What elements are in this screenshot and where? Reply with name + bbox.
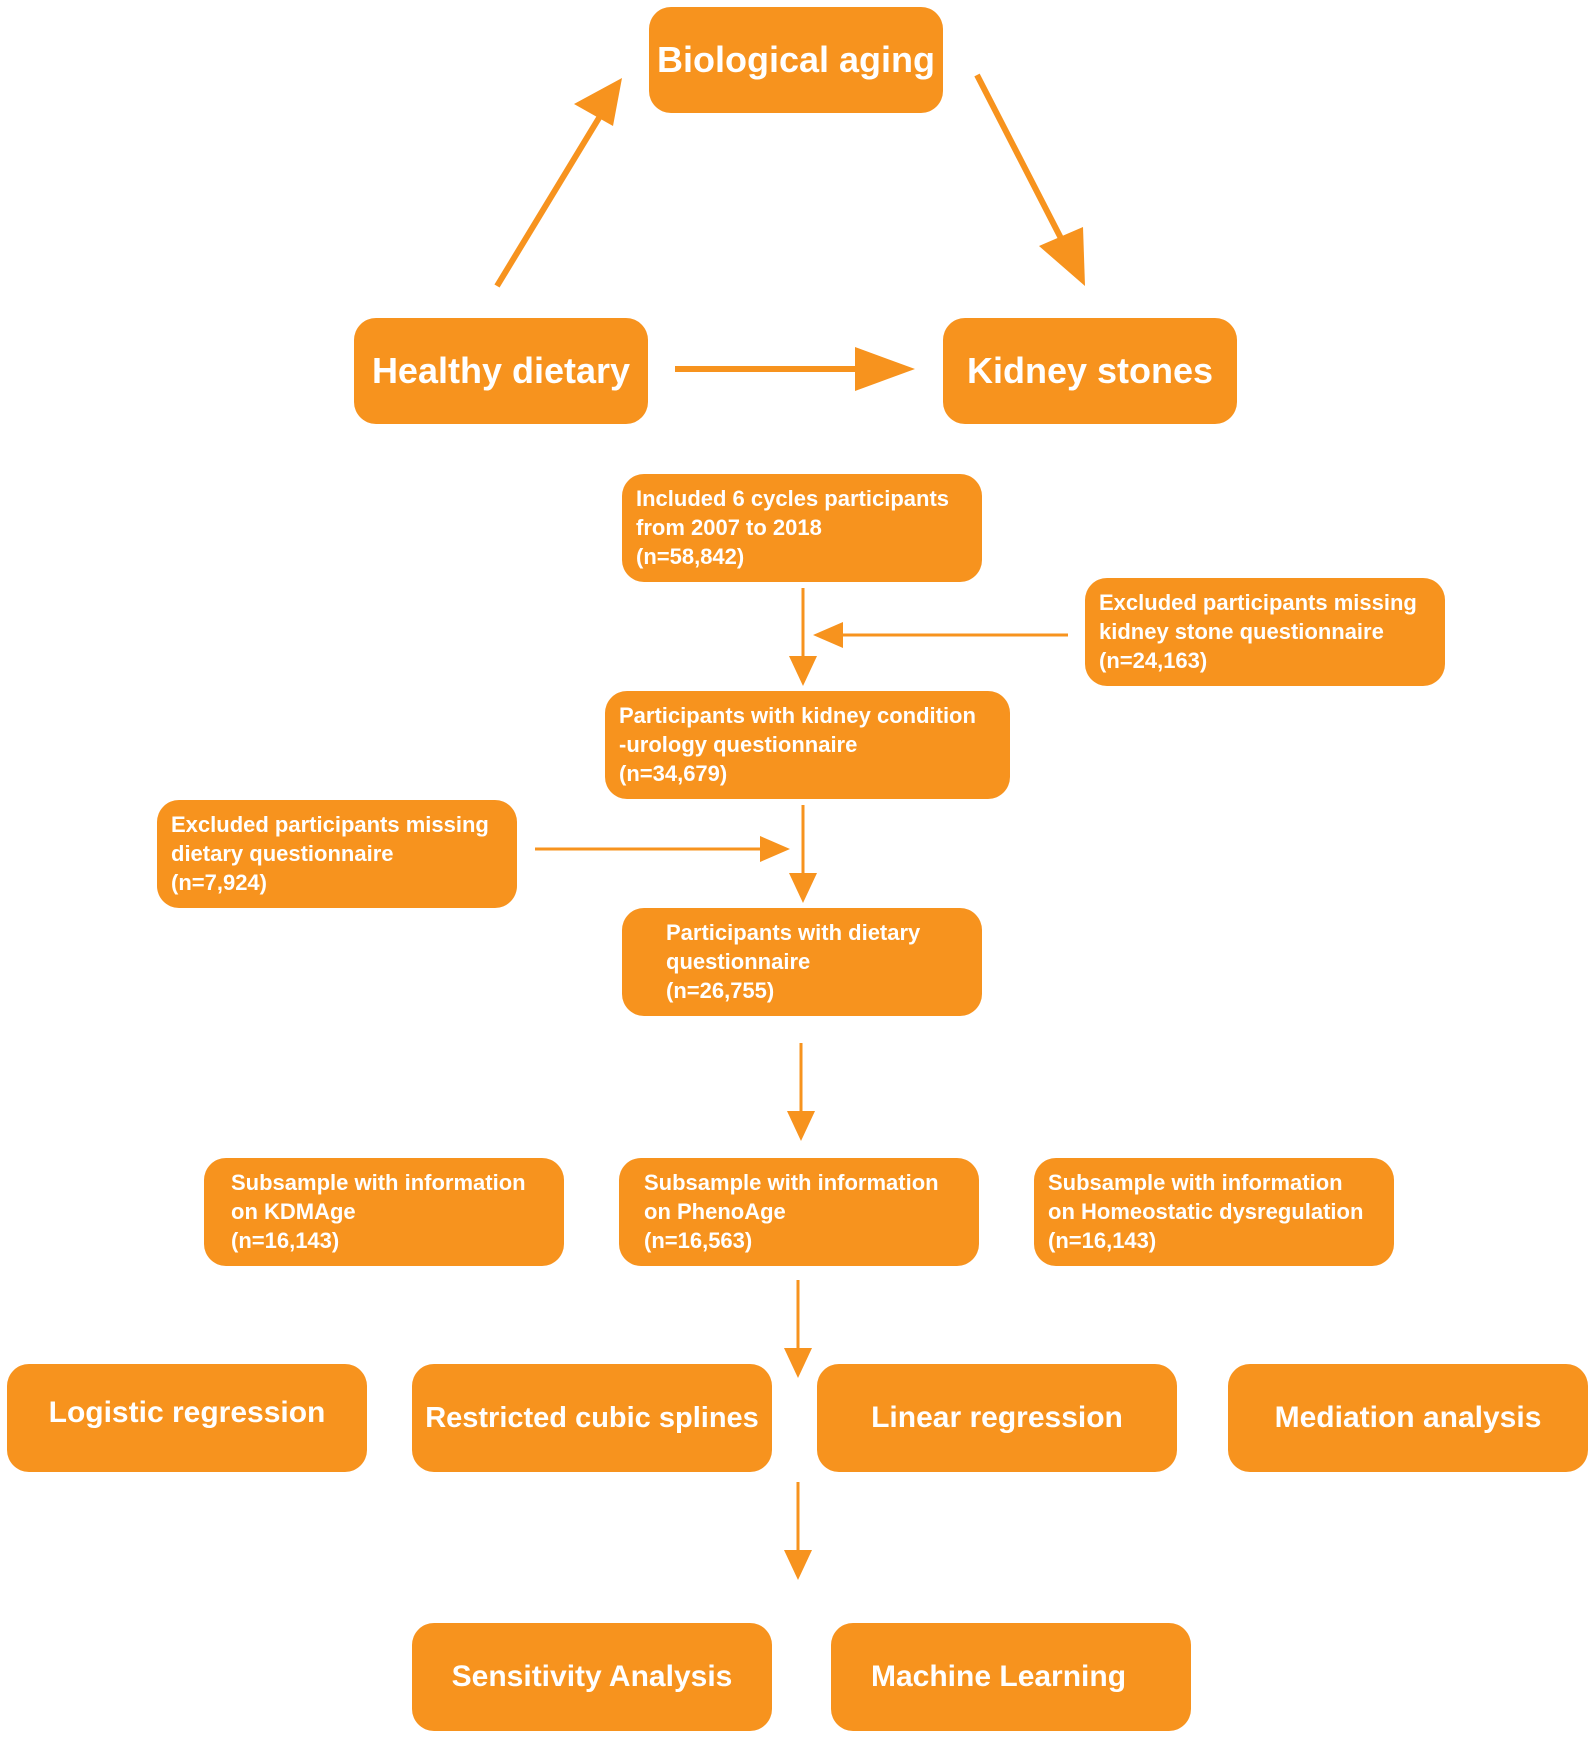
arrow-diet-to-aging [494, 106, 608, 288]
linear-regression-label: Linear regression [871, 1401, 1123, 1434]
excluded-dietary-line2: dietary questionnaire [171, 841, 394, 866]
linear-regression-box: Linear regression [817, 1364, 1177, 1472]
healthy-dietary-box: Healthy dietary [354, 318, 648, 424]
subsample-kdmage-count: (n=16,143) [231, 1228, 340, 1253]
excluded-kidney-count: (n=24,163) [1099, 648, 1208, 673]
kidney-condition-box: Participants with kidney condition -urol… [605, 691, 1010, 799]
dietary-line2: questionnaire [666, 949, 811, 974]
dietary-participants-box: Participants with dietary questionnaire … [622, 908, 982, 1016]
arrow-head-excluded-kidney [813, 622, 843, 648]
subsample-phenoage-line1: Subsample with information [644, 1170, 939, 1195]
machine-learning-label: Machine Learning [871, 1660, 1127, 1693]
included-participants-box: Included 6 cycles participants from 2007… [622, 474, 982, 582]
subsample-phenoage-count: (n=16,563) [644, 1228, 753, 1253]
biological-aging-box: Biological aging [649, 7, 943, 113]
excluded-dietary-line1: Excluded participants missing [171, 812, 489, 837]
subsample-kdmage-box: Subsample with information on KDMAge (n=… [204, 1158, 564, 1266]
subsample-kdmage-line2: on KDMAge [231, 1199, 356, 1224]
dietary-line1: Participants with dietary [666, 920, 921, 945]
subsample-hd-box: Subsample with information on Homeostati… [1034, 1158, 1394, 1266]
kidney-stones-label: Kidney stones [966, 350, 1214, 391]
subsample-hd-line1: Subsample with information [1048, 1170, 1343, 1195]
excluded-dietary-box: Excluded participants missing dietary qu… [157, 800, 517, 908]
excluded-kidney-box: Excluded participants missing kidney sto… [1085, 578, 1445, 686]
kidney-condition-line2: -urology questionnaire [619, 732, 858, 757]
included-line2: from 2007 to 2018 [636, 515, 822, 540]
kidney-stones-box: Kidney stones [943, 318, 1237, 424]
healthy-dietary-label: Healthy dietary [371, 350, 631, 391]
biological-aging-label: Biological aging [656, 39, 935, 80]
excluded-dietary-count: (n=7,924) [171, 870, 267, 895]
arrow-head-diet-to-aging [574, 78, 622, 126]
subsample-hd-line2: on Homeostatic dysregulation [1048, 1199, 1364, 1224]
restricted-cubic-splines-label: Restricted cubic splines [425, 1401, 759, 1434]
subsample-phenoage-box: Subsample with information on PhenoAge (… [619, 1158, 979, 1266]
included-count: (n=58,842) [636, 544, 745, 569]
logistic-regression-label: Logistic regression [48, 1396, 326, 1429]
mediation-analysis-label: Mediation analysis [1274, 1401, 1542, 1434]
subsample-phenoage-line2: on PhenoAge [644, 1199, 786, 1224]
subsample-kdmage-line1: Subsample with information [231, 1170, 526, 1195]
arrow-head-subsamples-to-methods [784, 1348, 812, 1378]
arrow-head-methods-to-final [784, 1550, 812, 1580]
excluded-kidney-line2: kidney stone questionnaire [1099, 619, 1384, 644]
arrow-head-included-to-kidney [789, 656, 817, 686]
included-line1: Included 6 cycles participants [636, 486, 950, 511]
sensitivity-analysis-box: Sensitivity Analysis [412, 1623, 772, 1731]
restricted-cubic-splines-box: Restricted cubic splines [412, 1364, 772, 1472]
kidney-condition-line1: Participants with kidney condition [619, 703, 976, 728]
sensitivity-analysis-label: Sensitivity Analysis [451, 1660, 733, 1693]
subsample-hd-count: (n=16,143) [1048, 1228, 1157, 1253]
dietary-count: (n=26,755) [666, 978, 775, 1003]
arrow-head-dietary-to-subsamples [787, 1111, 815, 1141]
arrow-head-kidney-to-dietary [789, 873, 817, 903]
machine-learning-box: Machine Learning [831, 1623, 1191, 1731]
arrow-aging-to-stones [974, 73, 1070, 252]
excluded-kidney-line1: Excluded participants missing [1099, 590, 1417, 615]
arrow-head-diet-to-stones [855, 347, 915, 391]
logistic-regression-box: Logistic regression [7, 1364, 367, 1472]
arrow-head-aging-to-stones [1039, 227, 1085, 286]
kidney-condition-count: (n=34,679) [619, 761, 728, 786]
arrow-head-excluded-dietary [760, 836, 790, 862]
mediation-analysis-box: Mediation analysis [1228, 1364, 1588, 1472]
